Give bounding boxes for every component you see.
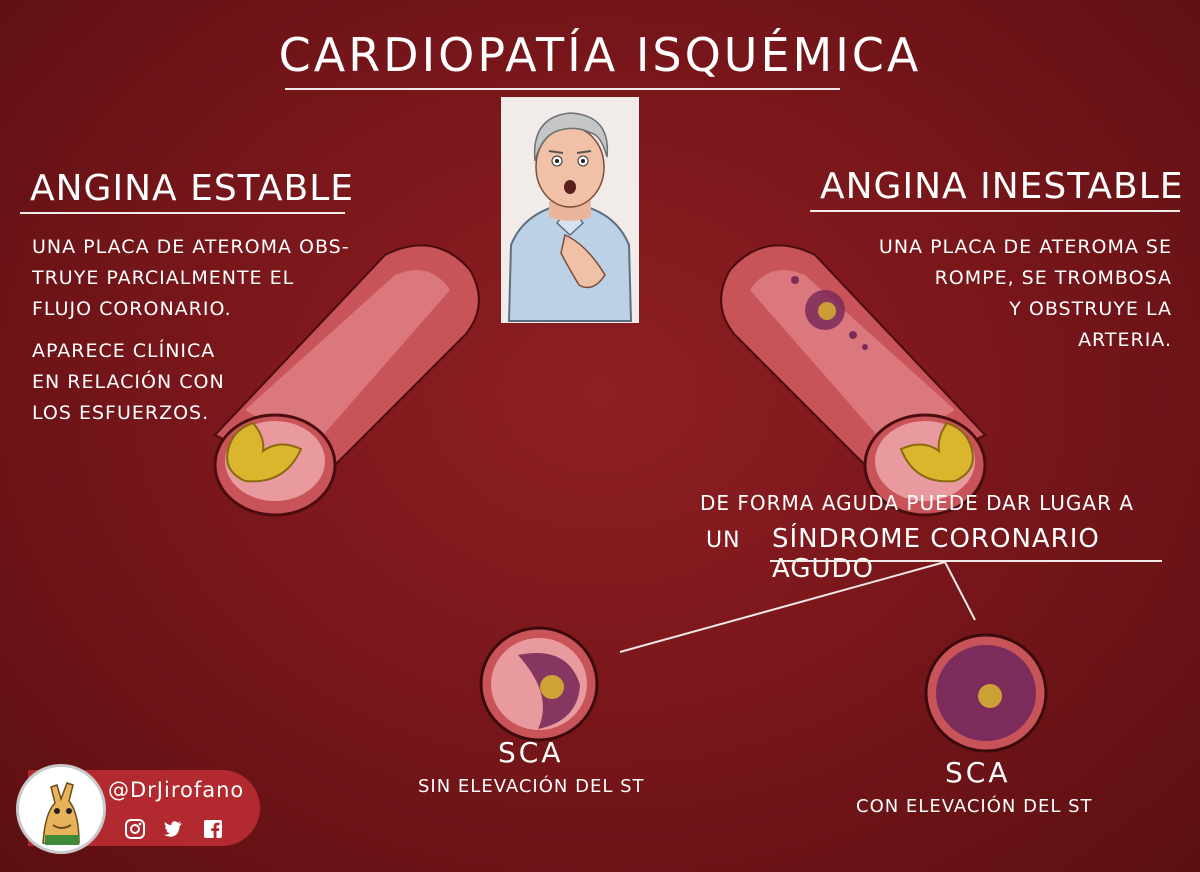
acute-prefix: UN bbox=[706, 528, 741, 553]
instagram-icon[interactable] bbox=[124, 818, 146, 840]
desc-line: ARTERIA. bbox=[1078, 329, 1172, 351]
desc-line: TRUYE PARCIALMENTE EL bbox=[32, 267, 295, 289]
unstable-artery-illustration bbox=[720, 244, 987, 517]
clinic-line: LOS ESFUERZOS. bbox=[32, 402, 210, 424]
acs-highlight: SÍNDROME CORONARIO AGUDO bbox=[772, 524, 1100, 584]
giraffe-avatar bbox=[16, 764, 106, 854]
twitter-icon[interactable] bbox=[162, 818, 184, 840]
unstable-angina-description: UNA PLACA DE ATEROMA SE ROMPE, SE TROMBO… bbox=[842, 232, 1172, 356]
stemi-abbr: SCA bbox=[945, 756, 1011, 789]
desc-line: UNA PLACA DE ATEROMA OBS- bbox=[32, 236, 350, 258]
page-title: CARDIOPATÍA ISQUÉMICA bbox=[278, 28, 922, 82]
stable-angina-clinic: APARECE CLÍNICA EN RELACIÓN CON LOS ESFU… bbox=[32, 336, 225, 429]
stable-angina-underline bbox=[20, 212, 345, 214]
unstable-angina-underline bbox=[810, 210, 1180, 212]
stable-angina-description: UNA PLACA DE ATEROMA OBS- TRUYE PARCIALM… bbox=[32, 232, 350, 325]
nstemi-cross-section bbox=[479, 626, 599, 742]
acs-underline bbox=[770, 560, 1162, 562]
clinic-line: EN RELACIÓN CON bbox=[32, 371, 225, 393]
patient-illustration bbox=[501, 97, 639, 323]
giraffe-icon bbox=[42, 782, 80, 845]
stemi-cross-section bbox=[924, 633, 1048, 753]
desc-line: UNA PLACA DE ATEROMA SE bbox=[878, 236, 1172, 258]
stemi-label: CON ELEVACIÓN DEL ST bbox=[856, 796, 1093, 817]
acute-line-1: DE FORMA AGUDA PUEDE DAR LUGAR A bbox=[700, 491, 1135, 515]
nstemi-abbr: SCA bbox=[498, 736, 564, 769]
desc-line: ROMPE, SE TROMBOSA bbox=[934, 267, 1172, 289]
stable-angina-heading: ANGINA ESTABLE bbox=[30, 168, 354, 209]
title-underline bbox=[285, 88, 840, 90]
desc-line: Y OBSTRUYE LA bbox=[1009, 298, 1172, 320]
clinic-line: APARECE CLÍNICA bbox=[32, 340, 216, 362]
desc-line: FLUJO CORONARIO. bbox=[32, 298, 232, 320]
facebook-icon[interactable] bbox=[202, 818, 224, 840]
nstemi-label: SIN ELEVACIÓN DEL ST bbox=[418, 776, 645, 797]
stable-artery-illustration bbox=[213, 244, 480, 517]
unstable-angina-heading: ANGINA INESTABLE bbox=[820, 166, 1184, 207]
twitter-handle[interactable]: @DrJirofano bbox=[108, 778, 245, 802]
